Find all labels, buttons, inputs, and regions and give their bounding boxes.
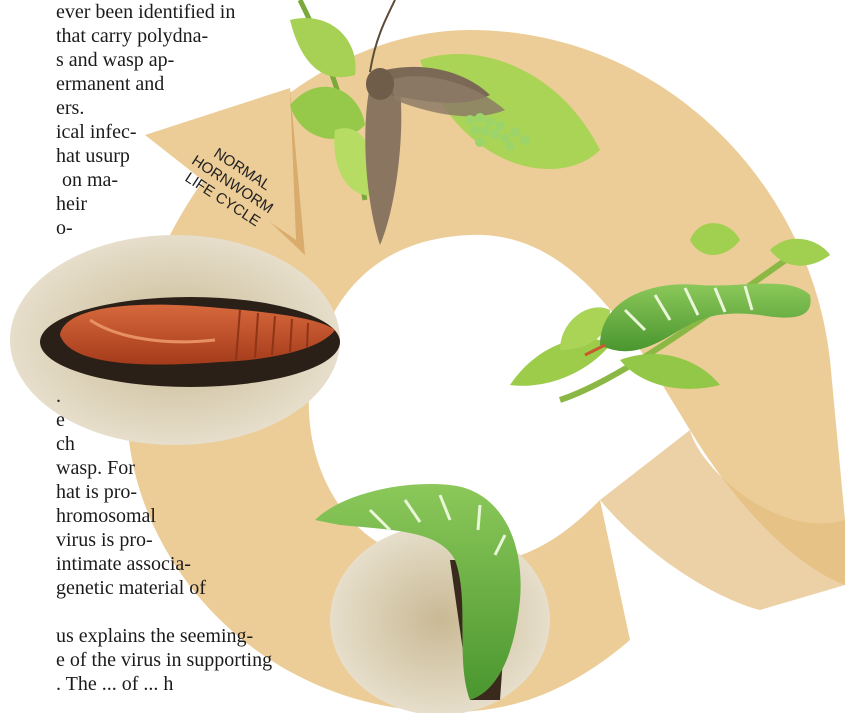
text-line: ermanent and	[56, 72, 164, 96]
text-line: ical infec-	[56, 120, 137, 144]
text-line: ers.	[56, 96, 84, 120]
text-line: genetic material of	[56, 576, 206, 600]
text-line: hromosomal	[56, 504, 156, 528]
leaf	[510, 338, 610, 385]
text-line: e	[56, 408, 65, 432]
text-line: on ma-	[62, 168, 118, 192]
text-line: us explains the seeming-	[56, 624, 253, 648]
text-line: o-	[56, 216, 73, 240]
text-line: that carry polydna-	[56, 24, 208, 48]
text-line: ever been identified in	[56, 0, 235, 24]
text-line: wasp. For	[56, 456, 135, 480]
text-line: ch	[56, 432, 75, 456]
text-line: . The ... of ... h	[56, 672, 173, 696]
text-line: hat is pro-	[56, 480, 137, 504]
text-line: intimate associa-	[56, 552, 191, 576]
leaf	[290, 18, 356, 77]
text-line: virus is pro-	[56, 528, 153, 552]
text-line: hat usurp	[56, 144, 130, 168]
text-line: .	[56, 384, 61, 408]
text-line: e of the virus in supporting	[56, 648, 272, 672]
text-line: s and wasp ap-	[56, 48, 174, 72]
text-line: heir	[56, 192, 87, 216]
